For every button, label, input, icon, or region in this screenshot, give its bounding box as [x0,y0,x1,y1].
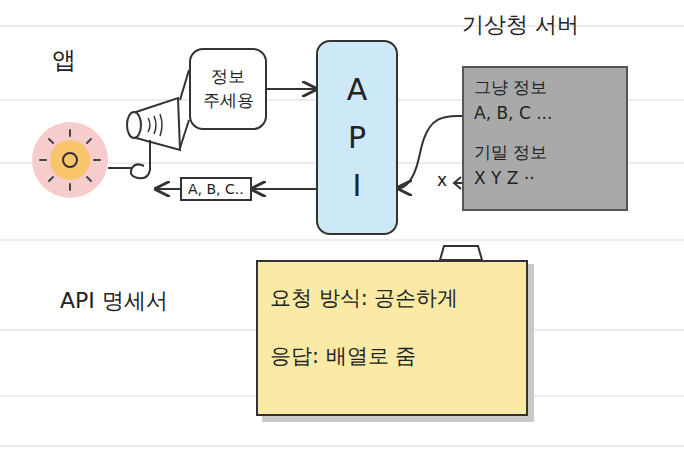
node-text: 정보 주세용 [199,65,257,113]
node-heading: 기상청 서버 [462,10,628,40]
megaphone-icon [108,70,189,178]
node-text: 응답: 배열로 줌 [270,342,514,370]
sun-icon [32,122,108,198]
server-box: 기상청 서버그냥 정보A, B, C ... 기밀 정보X Y Z ·· [462,10,628,211]
node-panel: 그냥 정보A, B, C ... 기밀 정보X Y Z ·· [462,66,628,211]
data-box: A, B, C.. [180,177,252,201]
arrow-connector [267,88,316,90]
node-text: A, B, C.. [188,181,244,197]
node-text: 기밀 정보 [474,139,618,165]
arrow-connector [252,188,316,190]
notebook-lines [0,26,684,446]
node-panel: 요청 방식: 공손하게응답: 배열로 줌 [256,260,528,416]
node-text: 그냥 정보 [474,74,618,100]
note-label: x [437,170,447,190]
node-text: X Y Z ·· [474,165,618,191]
spec-folder: API 명세서 요청 방식: 공손하게응답: 배열로 줌 [60,248,532,420]
app-node: 앱 [30,40,160,200]
node-text: A P I [342,66,372,210]
node-heading: 앱 [52,44,76,76]
node-heading: API 명세서 [60,286,168,316]
speech-bubble: 정보 주세용 [189,48,267,130]
arrow-connector [398,116,462,188]
node-text: 요청 방식: 공손하게 [270,284,514,312]
api-box: A P I [316,40,398,235]
arrow-connector [156,188,180,190]
node-text: A, B, C ... [474,100,618,126]
node-panel [30,115,156,195]
